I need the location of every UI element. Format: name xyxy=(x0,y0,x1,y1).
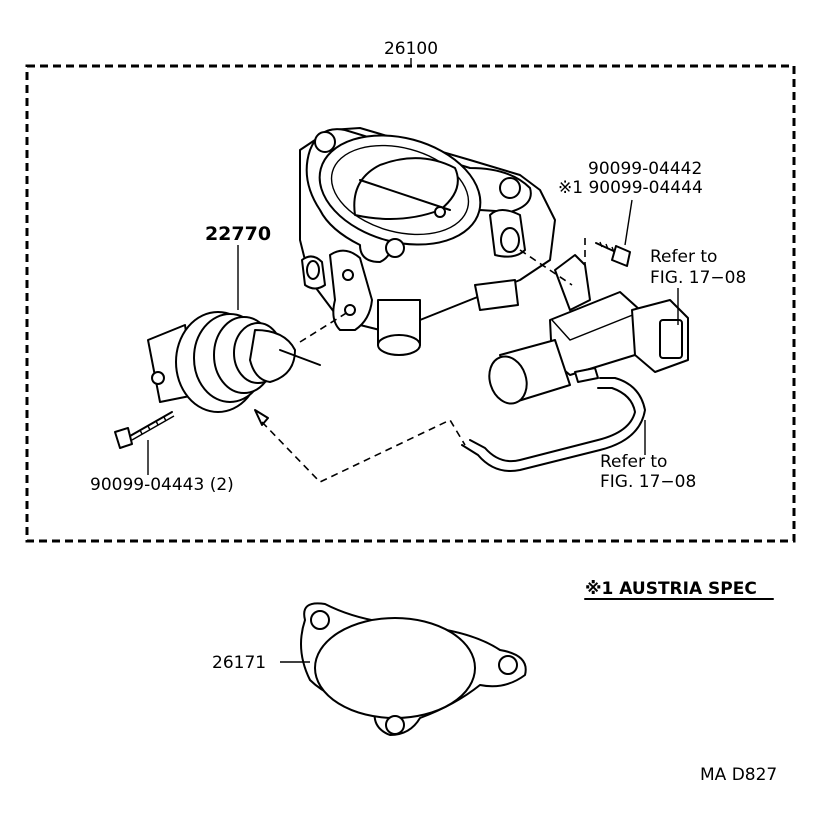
figure-code: MA D827 xyxy=(700,765,777,785)
ref-upper-line1[interactable]: Refer to xyxy=(650,247,717,267)
ref-lower-line1[interactable]: Refer to xyxy=(600,452,667,472)
valve-bolt-std-label[interactable]: 90099-04442 xyxy=(588,159,702,179)
actuator-connection-line xyxy=(299,311,349,343)
throttle-body[interactable] xyxy=(299,119,556,356)
ref-lower-line2[interactable]: FIG. 17−08 xyxy=(600,472,696,492)
ref-upper-line2[interactable]: FIG. 17−08 xyxy=(650,268,746,288)
assembly-part-number[interactable]: 26100 xyxy=(384,39,438,59)
hose-dashed-route xyxy=(261,418,466,483)
valve-bolt-leader xyxy=(624,199,633,246)
actuator-bolt-label[interactable]: 90099-04443 (2) xyxy=(90,475,234,495)
valve-bolt-austria-label[interactable]: ※1 90099-04444 xyxy=(558,178,703,198)
vacuum-hose[interactable] xyxy=(461,377,646,472)
actuator-part-number[interactable]: 22770 xyxy=(205,223,271,245)
throttle-body-gasket[interactable] xyxy=(300,602,527,736)
austria-spec-note: ※1 AUSTRIA SPEC xyxy=(585,579,757,599)
actuator-bolt[interactable] xyxy=(114,411,175,449)
vacuum-switching-valve[interactable] xyxy=(483,254,689,408)
gasket-part-number[interactable]: 26171 xyxy=(212,653,266,673)
throttle-opener-actuator[interactable] xyxy=(147,311,321,426)
valve-connection-line xyxy=(519,249,573,286)
valve-bolt[interactable] xyxy=(595,241,631,267)
